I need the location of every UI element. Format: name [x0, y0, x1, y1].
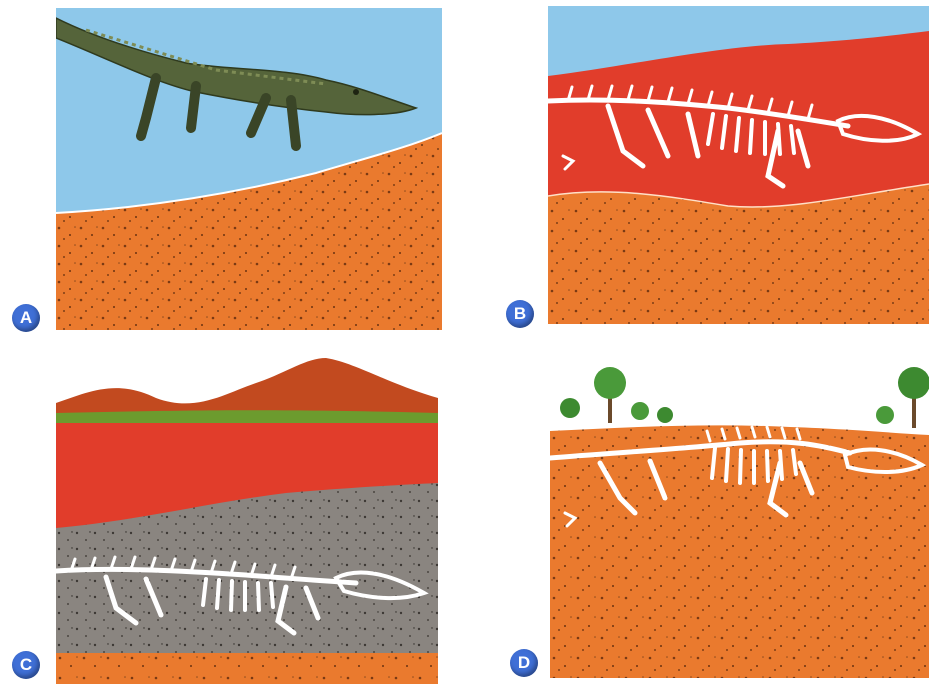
panel-c — [56, 353, 438, 684]
panel-c-label: C — [12, 651, 40, 679]
panel-a — [56, 8, 442, 330]
panel-b-label: B — [506, 300, 534, 328]
panel-d-label: D — [510, 649, 538, 677]
panel-d — [550, 353, 929, 678]
panel-b — [548, 6, 929, 324]
panel-a-label: A — [12, 304, 40, 332]
